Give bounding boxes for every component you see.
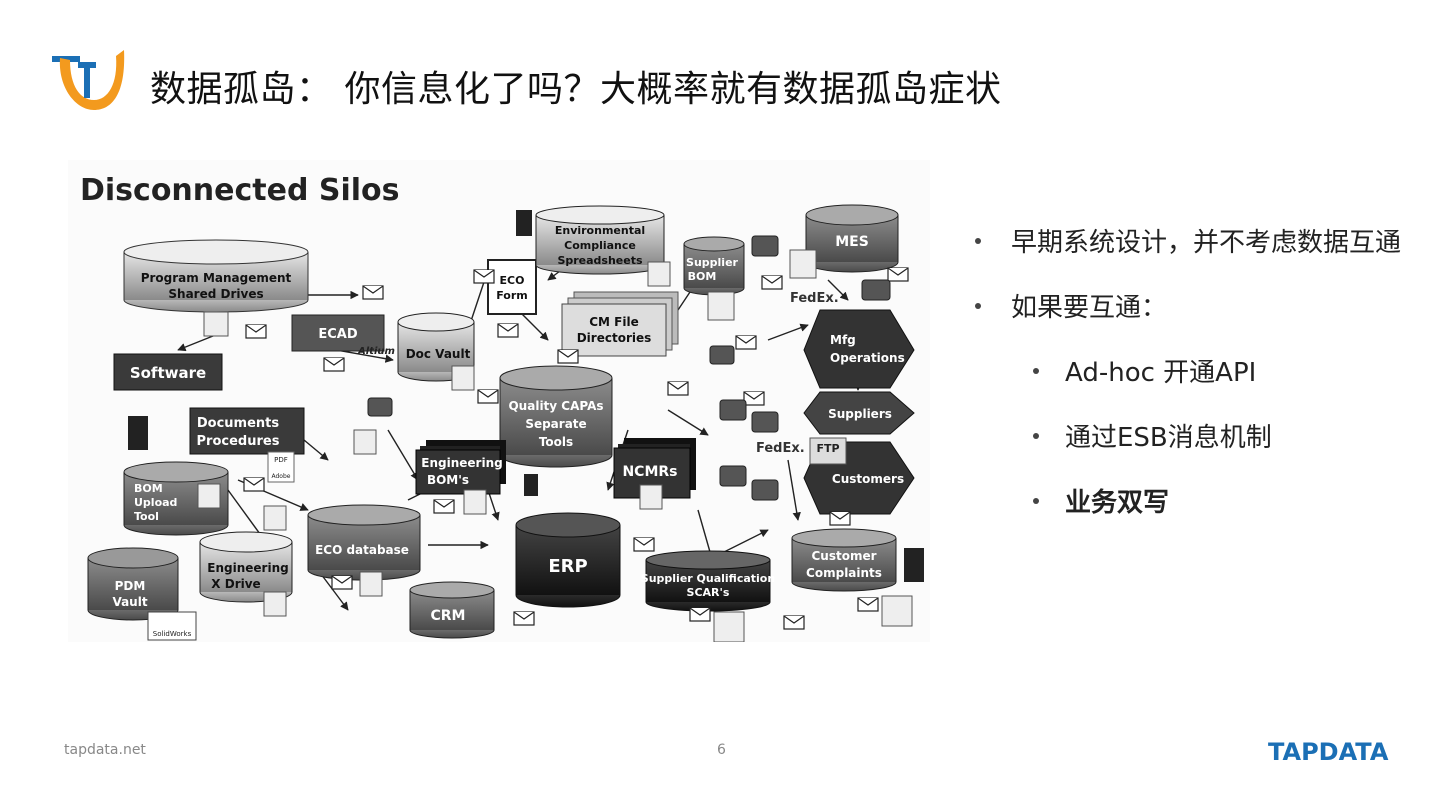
svg-text:Program Management: Program Management <box>141 271 292 285</box>
svg-text:Engineering: Engineering <box>421 456 502 470</box>
company-logo-icon <box>52 50 125 110</box>
envelope-icons <box>243 267 909 630</box>
fedex-label-2: FedEx. <box>756 441 805 456</box>
altium-label: Altium <box>357 346 395 357</box>
svg-text:Separate: Separate <box>525 417 586 431</box>
svg-text:Upload: Upload <box>134 496 177 509</box>
eco-database-node: ECO database <box>307 504 421 581</box>
bullet-dot-icon <box>1033 498 1039 504</box>
svg-text:X Drive: X Drive <box>211 577 260 591</box>
erp-node: ERP <box>515 512 621 608</box>
svg-text:Quality CAPAs: Quality CAPAs <box>508 399 603 413</box>
excel-file-icons <box>197 249 913 642</box>
svg-text:ECAD: ECAD <box>318 327 357 342</box>
svg-text:CRM: CRM <box>431 608 466 624</box>
software-node: Software <box>113 353 223 391</box>
program-management-node: Program Management Shared Drives <box>123 239 309 313</box>
bullet-item: 早期系统设计，并不考虑数据互通 <box>975 225 1435 290</box>
svg-text:Tools: Tools <box>539 435 573 449</box>
tapdata-logo-icon: TAPDATA <box>1268 738 1389 764</box>
sub-bullet-item: Ad-hoc 开通API <box>975 355 1435 420</box>
svg-text:NCMRs: NCMRs <box>622 464 677 480</box>
svg-text:ECO database: ECO database <box>315 543 409 557</box>
page-title: 数据孤岛： 你信息化了吗？大概率就有数据孤岛症状 <box>150 69 1002 110</box>
svg-text:Suppliers: Suppliers <box>828 407 892 421</box>
svg-text:Directories: Directories <box>577 331 652 345</box>
svg-text:Compliance: Compliance <box>564 239 636 252</box>
bom-upload-tool-node: BOM Upload Tool <box>123 461 229 536</box>
svg-text:Shared Drives: Shared Drives <box>168 287 263 301</box>
documents-procedures-node: Documents Procedures <box>189 407 305 455</box>
svg-text:MES: MES <box>835 234 869 250</box>
svg-text:BOM's: BOM's <box>427 473 469 487</box>
svg-text:Software: Software <box>130 364 206 382</box>
adobe-label: Adobe <box>272 473 291 480</box>
customer-complaints-node: Customer Complaints <box>791 528 897 592</box>
svg-text:TAPDATA: TAPDATA <box>1268 738 1389 764</box>
svg-text:Supplier: Supplier <box>686 256 739 269</box>
sub-bullet-item: 通过ESB消息机制 <box>975 420 1435 485</box>
mes-node: MES <box>805 204 899 273</box>
supplier-bom-node: Supplier BOM <box>683 236 745 296</box>
footer-site: tapdata.net <box>64 742 146 758</box>
sub-bullet-item: 业务双写 <box>975 485 1435 550</box>
ecad-node: ECAD <box>291 314 385 352</box>
svg-text:Spreadsheets: Spreadsheets <box>557 254 643 267</box>
svg-text:Customer: Customer <box>811 549 876 563</box>
bullet-dot-icon <box>1033 368 1039 374</box>
bullet-dot-icon <box>1033 433 1039 439</box>
fedex-label: FedEx. <box>790 291 839 306</box>
suppliers-node: Suppliers <box>803 391 915 435</box>
bullet-item: 如果要互通： <box>975 290 1435 355</box>
solidworks-label: SolidWorks <box>153 630 192 638</box>
engineering-boms-node: Engineering BOM's <box>415 440 506 495</box>
svg-text:Form: Form <box>496 289 528 302</box>
phone-fax-icons <box>367 235 891 501</box>
svg-text:Supplier Qualification: Supplier Qualification <box>641 572 775 585</box>
cm-file-directories-node: CM File Directories <box>561 291 679 357</box>
mfg-operations-node: Mfg Operations <box>803 309 915 389</box>
bullet-dot-icon <box>975 238 981 244</box>
engineering-x-drive-node: Engineering X Drive <box>199 531 293 603</box>
svg-text:BOM: BOM <box>688 270 717 283</box>
svg-text:Complaints: Complaints <box>806 566 882 580</box>
svg-text:SCAR's: SCAR's <box>687 586 730 599</box>
page-number: 6 <box>717 742 726 758</box>
svg-text:Environmental: Environmental <box>555 224 645 237</box>
svg-text:Tool: Tool <box>134 510 159 523</box>
quality-capas-node: Quality CAPAs Separate Tools <box>499 365 613 468</box>
svg-text:Mfg: Mfg <box>830 333 856 347</box>
svg-text:Procedures: Procedures <box>197 434 280 449</box>
svg-text:Engineering: Engineering <box>207 561 288 575</box>
svg-text:Operations: Operations <box>830 351 905 365</box>
svg-text:ERP: ERP <box>548 556 587 577</box>
svg-text:Documents: Documents <box>197 416 280 431</box>
svg-text:CM File: CM File <box>589 315 639 329</box>
diagram-heading: Disconnected Silos <box>80 173 400 208</box>
server-icons <box>128 210 924 582</box>
svg-text:Vault: Vault <box>112 595 147 609</box>
svg-text:Customers: Customers <box>832 472 904 486</box>
svg-text:ECO: ECO <box>500 274 525 287</box>
supplier-qualification-node: Supplier Qualification SCAR's <box>641 550 775 612</box>
crm-node: CRM <box>409 581 495 639</box>
svg-text:BOM: BOM <box>134 482 163 495</box>
svg-text:Doc Vault: Doc Vault <box>406 347 471 361</box>
environmental-compliance-node: Environmental Compliance Spreadsheets <box>535 205 665 275</box>
eco-form-node: ECO Form <box>487 259 537 315</box>
pdf-label: PDF <box>274 456 288 464</box>
disconnected-silos-diagram: Disconnected Silos Program Managem <box>68 160 930 642</box>
ftp-label: FTP <box>816 442 839 455</box>
pdm-vault-node: PDM Vault <box>87 547 179 621</box>
bullet-list: 早期系统设计，并不考虑数据互通 如果要互通： Ad-hoc 开通API 通过ES… <box>975 225 1435 550</box>
bullet-dot-icon <box>975 303 981 309</box>
svg-text:PDM: PDM <box>115 579 146 593</box>
